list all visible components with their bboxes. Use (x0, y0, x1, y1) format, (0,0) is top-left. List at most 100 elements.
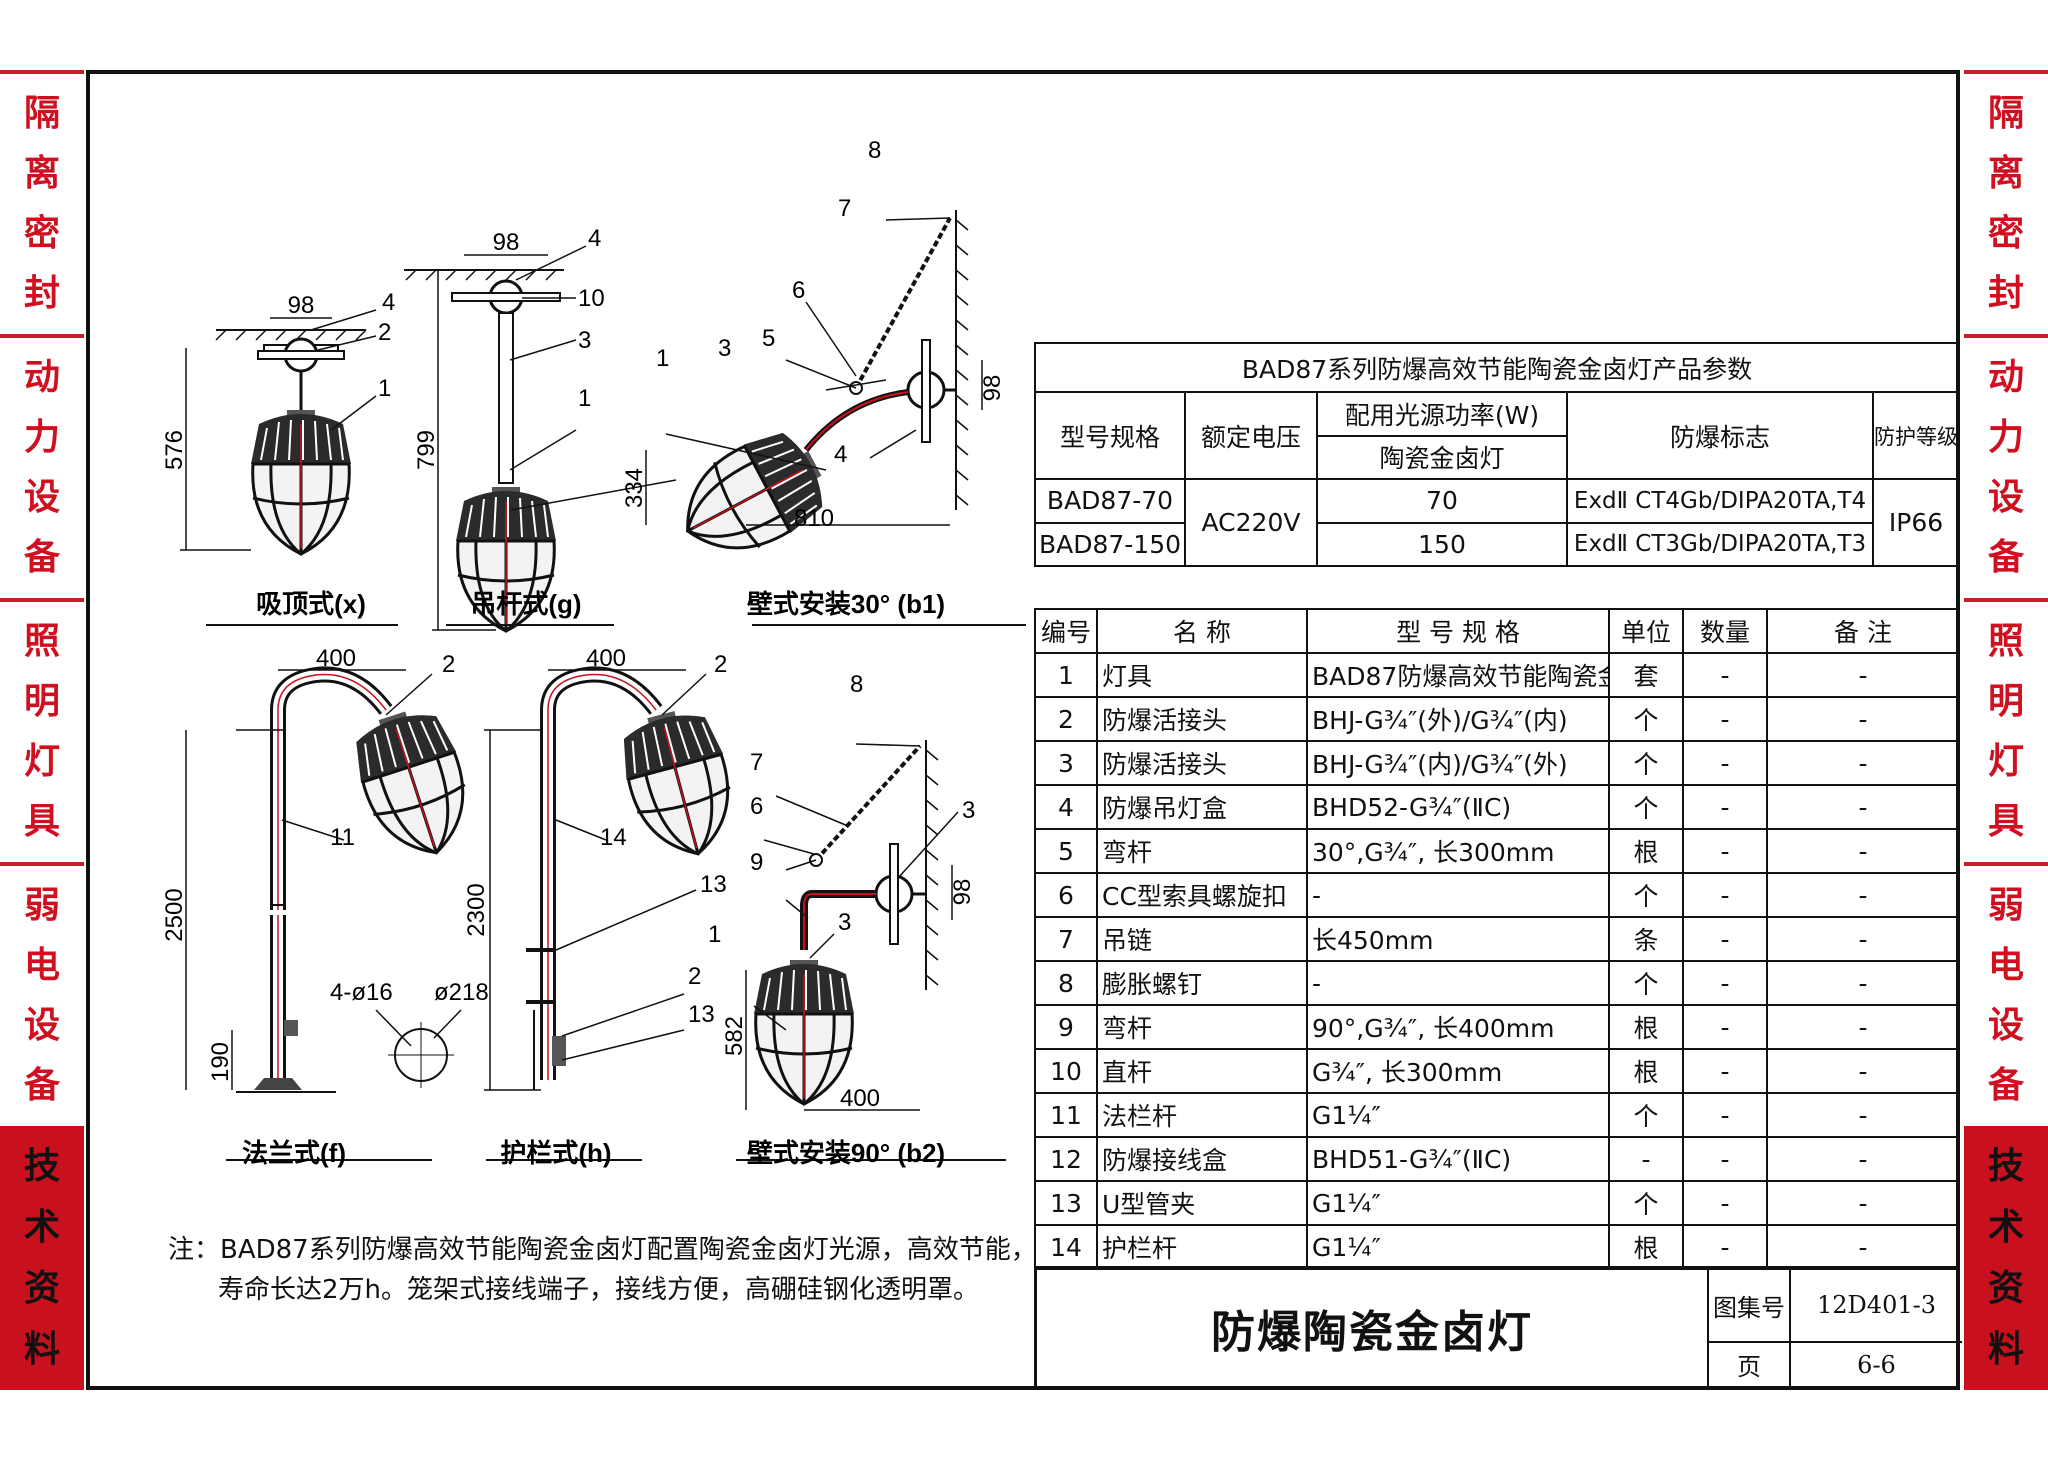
page-value: 6-6 (1857, 1350, 1896, 1379)
drawing-note: 注：BAD87系列防爆高效节能陶瓷金卤灯配置陶瓷金卤灯光源，高效节能， 寿命长达… (168, 1230, 1037, 1310)
drawing-wall-30 (645, 210, 1026, 626)
label-x-1: 1 (378, 375, 391, 402)
part-name: 灯具 (1096, 652, 1308, 698)
part-spec: BAD87防爆高效节能陶瓷金卤灯 (1306, 652, 1610, 698)
side-tab-right-1[interactable]: 动力设备 (1964, 334, 2048, 598)
part-unit: 个 (1608, 1092, 1684, 1138)
side-tab-label: 技术资料 (23, 1145, 60, 1370)
drawing-wall-90 (736, 740, 1006, 1161)
label-g-4: 4 (588, 225, 601, 252)
part-remark: - (1766, 1224, 1960, 1270)
dim-f-holes: 4-ø16 (330, 979, 393, 1006)
left-side-tabs: 隔离密封动力设备照明灯具弱电设备技术资料 (0, 70, 84, 1390)
part-no: 3 (1034, 740, 1098, 786)
part-remark: - (1766, 696, 1960, 742)
params-header-mark: 防爆标志 (1566, 391, 1874, 481)
part-unit: 个 (1608, 960, 1684, 1006)
side-tab-label: 技术资料 (1987, 1145, 2024, 1370)
part-qty: - (1682, 872, 1768, 918)
part-name: U型管夹 (1096, 1180, 1308, 1226)
atlas-value: 12D401-3 (1817, 1291, 1936, 1319)
part-remark: - (1766, 960, 1960, 1006)
drawing-guardrail-mount (484, 666, 748, 1161)
dim-b2-length: 400 (840, 1085, 880, 1112)
side-tab-right-3[interactable]: 弱电设备 (1964, 862, 2048, 1126)
label-h-2b: 2 (688, 963, 701, 990)
part-unit: 个 (1608, 1180, 1684, 1226)
side-tab-label: 弱电设备 (1987, 885, 2024, 1106)
part-qty: - (1682, 652, 1768, 698)
label-b1-1: 1 (656, 345, 669, 372)
caption-b2: 壁式安装90° (b2) (747, 1138, 945, 1168)
part-spec: BHJ-G¾″(外)/G¾″(内) (1306, 696, 1610, 742)
part-spec: 长450mm (1306, 916, 1610, 962)
dim-h-width: 400 (586, 645, 626, 672)
label-b2-3a: 3 (962, 797, 975, 824)
part-spec: G1¼″ (1306, 1092, 1610, 1138)
part-name: 吊链 (1096, 916, 1308, 962)
dim-h-height: 2300 (463, 883, 490, 936)
params-header-ip: 防护等级 (1871, 391, 1961, 481)
parts-header-qty: 数量 (1682, 608, 1768, 654)
params-header-voltage: 额定电压 (1184, 391, 1318, 481)
label-x-4: 4 (382, 289, 395, 316)
part-name: 弯杆 (1096, 828, 1308, 874)
part-spec: 30°,G¾″, 长300mm (1306, 828, 1610, 874)
part-remark: - (1766, 784, 1960, 830)
side-tab-right-0[interactable]: 隔离密封 (1964, 70, 2048, 334)
part-qty: - (1682, 960, 1768, 1006)
part-qty: - (1682, 784, 1768, 830)
label-b1-3: 3 (718, 335, 731, 362)
side-tab-label: 动力设备 (23, 357, 60, 578)
part-no: 12 (1034, 1136, 1098, 1182)
dim-b2-box: 98 (949, 879, 976, 906)
label-b2-1: 1 (708, 921, 721, 948)
params-header-model: 型号规格 (1034, 391, 1186, 481)
caption-b1: 壁式安装30° (b1) (747, 589, 945, 619)
side-tab-left-3[interactable]: 弱电设备 (0, 862, 84, 1126)
side-tab-right-2[interactable]: 照明灯具 (1964, 598, 2048, 862)
parts-header-spec: 型 号 规 格 (1306, 608, 1610, 654)
side-tab-right-4[interactable]: 技术资料 (1964, 1126, 2048, 1390)
part-name: 直杆 (1096, 1048, 1308, 1094)
side-tab-label: 照明灯具 (23, 621, 60, 842)
dim-b1-height: 334 (621, 468, 648, 508)
part-unit: 根 (1608, 828, 1684, 874)
dim-f-base: 190 (207, 1042, 234, 1082)
part-name: 防爆接线盒 (1096, 1136, 1308, 1182)
label-h-14: 14 (600, 824, 627, 851)
part-no: 9 (1034, 1004, 1098, 1050)
dim-x-width: 98 (288, 292, 315, 319)
part-qty: - (1682, 1004, 1768, 1050)
part-remark: - (1766, 828, 1960, 874)
parts-table-body: 1灯具BAD87防爆高效节能陶瓷金卤灯套--2防爆活接头BHJ-G¾″(外)/G… (1034, 652, 1960, 1270)
side-tab-left-4[interactable]: 技术资料 (0, 1126, 84, 1390)
dim-f-width: 400 (316, 645, 356, 672)
label-f-11: 11 (330, 824, 355, 851)
params-row-power: 70 (1316, 478, 1568, 524)
side-tab-label: 弱电设备 (23, 885, 60, 1106)
part-no: 14 (1034, 1224, 1098, 1270)
side-tab-label: 照明灯具 (1987, 621, 2024, 842)
part-spec: - (1306, 872, 1610, 918)
part-remark: - (1766, 1136, 1960, 1182)
dim-b2-height: 582 (721, 1016, 748, 1056)
part-name: 法栏杆 (1096, 1092, 1308, 1138)
part-remark: - (1766, 1048, 1960, 1094)
side-tab-left-2[interactable]: 照明灯具 (0, 598, 84, 862)
drawing-flange-mount (185, 666, 486, 1161)
atlas-row: 图集号 12D401-3 (1709, 1269, 1962, 1343)
part-qty: - (1682, 828, 1768, 874)
parts-header-remark: 备 注 (1766, 608, 1960, 654)
part-remark: - (1766, 1004, 1960, 1050)
label-b1-8: 8 (868, 137, 881, 164)
side-tab-left-0[interactable]: 隔离密封 (0, 70, 84, 334)
part-spec: G1¼″ (1306, 1224, 1610, 1270)
side-tab-left-1[interactable]: 动力设备 (0, 334, 84, 598)
part-remark: - (1766, 1092, 1960, 1138)
